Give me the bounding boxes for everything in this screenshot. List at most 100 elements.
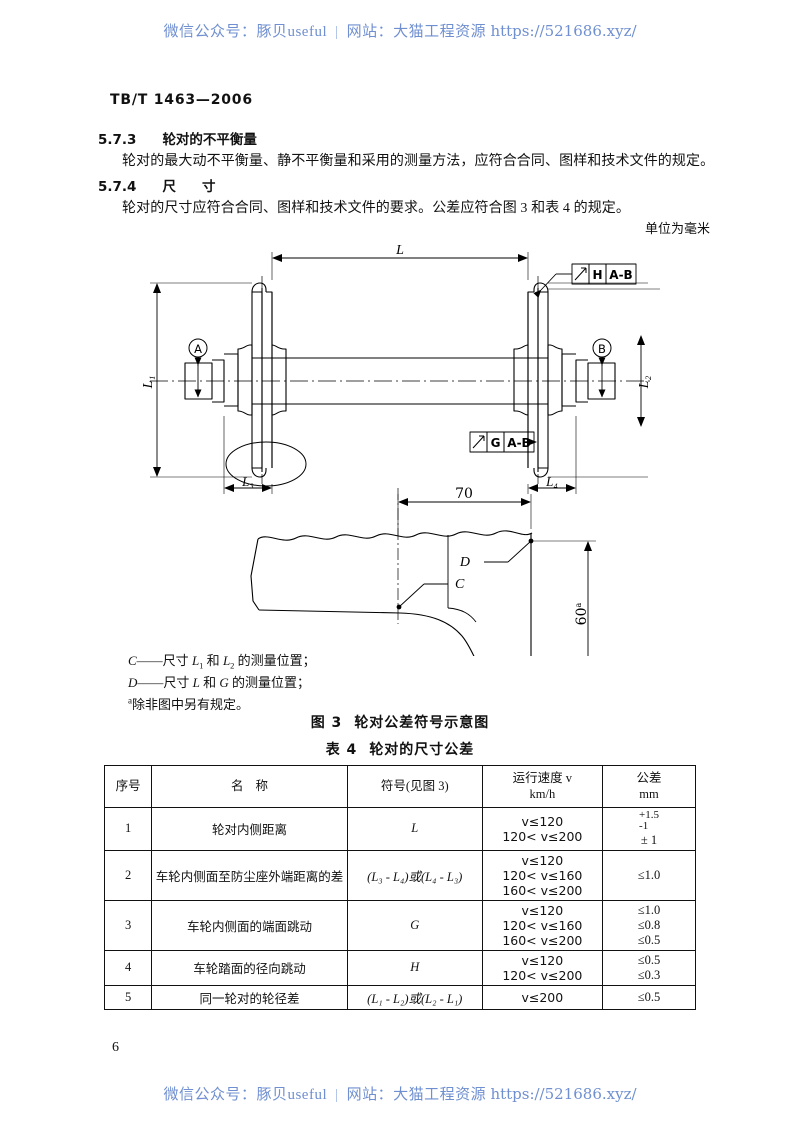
row-2-tolerance-1: ≤1.0 [637,867,661,882]
row-4-speed-2: 120< v≤200 [502,967,583,983]
table-caption-title: 轮对的尺寸公差 [369,742,475,758]
row-4-speeds: v≤120 120< v≤200 [481,949,604,986]
detail-dimension-70: 70 [455,486,473,502]
table-row: 4 车轮踏面的径向跳动 H v≤120 120< v≤200 ≤0.5 ≤0.3 [103,949,696,986]
row-1-speeds: v≤120 120< v≤200 [481,806,604,851]
header-tolerance-line1: 公差 [636,771,662,785]
header-no: 序号 [103,765,153,808]
row-1-tolerance-1: +1.5 -1 [639,808,659,832]
fcf-bottom-tolerance-symbol: G [491,436,501,450]
fcf-bottom-datum: A-B [507,436,530,450]
row-4-tolerance-2: ≤0.3 [637,967,661,982]
datum-label-B: B [598,342,606,356]
row-1-name: 轮对内侧距离 [151,806,348,851]
row-5-no: 5 [103,984,153,1010]
row-1-speed-2: 120< v≤200 [502,828,583,844]
row-1-tolerance-upper: +1.5 [639,808,659,821]
dimension-label-L2: L₂ [637,376,652,390]
clause-number-5-7-3: 5.7.3 [98,132,137,148]
row-3-tolerance-3: ≤0.5 [637,932,661,947]
figure-legend-note-text: 除非图中另有规定。 [132,697,250,712]
figure-legend-line-2: D——尺寸 L 和 G 的测量位置； [128,675,311,690]
figure-legend-line-3: a除非图中另有规定。 [128,694,249,713]
row-2-speed-2: 120< v≤160 [502,867,583,883]
unit-note: 单位为毫米 [644,222,710,237]
standard-number: TB/T 1463—2006 [110,92,253,108]
watermark-separator: | [335,24,339,40]
table-4-wrapper: 序号 名称 符号(见图 3) 运行速度 v km/h 公差 mm 1 轮对内侧距… [103,765,696,1010]
fcf-top-tolerance-symbol: H [592,268,602,282]
header-speed-line1: 运行速度 v [512,771,573,785]
header-name: 名称 [151,765,348,808]
watermark-bottom: 微信公众号：豚贝useful|网站：大猫工程资源 https://521686.… [0,1083,800,1104]
header-tolerance-line2: mm [639,787,659,802]
figure-legend-note-marker: a [128,695,132,706]
row-2-name: 车轮内侧面至防尘座外端距离的差 [151,849,348,901]
watermark-bottom-wechat-label: 微信公众号： [163,1087,257,1103]
row-2-speed-3: 160< v≤200 [502,882,583,898]
row-3-name: 车轮内侧面的端面跳动 [151,899,348,951]
watermark-bottom-url: https://521686.xyz/ [490,1085,637,1103]
row-2-speeds: v≤120 120< v≤160 160< v≤200 [481,849,604,901]
page-number: 6 [112,1040,119,1055]
clause-heading-5-7-3: 5.7.3 轮对的不平衡量 [98,128,257,148]
row-4-tolerance-1: ≤0.5 [637,952,661,967]
row-5-speeds: v≤200 [481,984,604,1010]
watermark-wechat-name: 豚贝useful [256,24,328,40]
dimension-label-L3: L₃ [241,474,254,489]
header-symbol: 符号(见图 3) [346,765,483,808]
header-speed: 运行速度 v km/h [481,765,604,808]
row-1-tolerance-2: ± 1 [640,832,658,847]
row-1-tolerances: +1.5 -1 ± 1 [602,806,696,851]
row-4-symbol: H [346,949,483,986]
row-4-tolerances: ≤0.5 ≤0.3 [602,949,696,986]
watermark-bottom-site-label: 网站： [346,1087,394,1103]
row-3-no: 3 [103,899,153,951]
clause-title-5-7-3: 轮对的不平衡量 [162,132,257,148]
watermark-bottom-site-name: 大猫工程资源 [393,1087,487,1103]
row-5-symbol: (L₁ - L₂)或(L₂ - L₁) [346,984,483,1010]
row-2-no: 2 [103,849,153,901]
row-1-symbol: L [346,806,483,851]
table-caption: 表 4 轮对的尺寸公差 [0,739,800,759]
row-3-tolerance-1: ≤1.0 [637,902,661,917]
row-1-no: 1 [103,806,153,851]
table-row: 5 同一轮对的轮径差 (L₁ - L₂)或(L₂ - L₁) v≤200 ≤0.… [103,984,696,1010]
watermark-site-label: 网站： [346,24,394,40]
row-2-speed-1: v≤120 [521,852,564,868]
figure-caption-label: 图 3 [310,715,343,731]
row-5-tolerances: ≤0.5 [602,984,696,1010]
table-caption-label: 表 4 [325,742,358,758]
figure-legend-line-1: C——尺寸 L1 和 L2 的测量位置； [128,653,316,671]
watermark-bottom-separator: | [335,1087,339,1103]
row-3-symbol: G [346,899,483,951]
figure-caption: 图 3 轮对公差符号示意图 [0,712,800,732]
watermark-url: https://521686.xyz/ [490,22,637,40]
clause-heading-5-7-4: 5.7.4 尺 寸 [98,175,215,195]
watermark-wechat-label: 微信公众号： [163,24,257,40]
table-row: 1 轮对内侧距离 L v≤120 120< v≤200 +1.5 -1 ± 1 [103,806,696,851]
row-3-speed-3: 160< v≤200 [502,932,583,948]
table-4: 序号 名称 符号(见图 3) 运行速度 v km/h 公差 mm 1 轮对内侧距… [103,765,696,1010]
row-4-no: 4 [103,949,153,986]
header-name-part1: 名 [231,779,244,794]
table-row: 2 车轮内侧面至防尘座外端距离的差 (L₃ - L₄)或(L₄ - L₃) v≤… [103,849,696,901]
dimension-label-L: L [395,243,404,258]
header-speed-line2: km/h [529,787,556,802]
row-3-tolerance-2: ≤0.8 [637,917,661,932]
row-3-speed-1: v≤120 [521,902,564,918]
figure-3-drawing: L L₁ L₂ L₃ L₄ A B H A-B G A-B 70 60a C D [0,236,800,656]
detail-dimension-60: 60a [574,602,590,625]
row-2-tolerances: ≤1.0 [602,849,696,901]
row-3-tolerances: ≤1.0 ≤0.8 ≤0.5 [602,899,696,951]
clause-number-5-7-4: 5.7.4 [98,179,137,195]
row-3-speed-2: 120< v≤160 [502,917,583,933]
clause-body-5-7-3: 轮对的最大动不平衡量、静不平衡量和采用的测量方法，应符合合同、图样和技术文件的规… [122,154,715,169]
clause-title-5-7-4-part2: 寸 [201,179,216,195]
clause-title-5-7-4-part1: 尺 [162,179,176,195]
figure-caption-title: 轮对公差符号示意图 [354,715,490,731]
watermark-top: 微信公众号：豚贝useful|网站：大猫工程资源 https://521686.… [0,20,800,41]
clause-body-5-7-4: 轮对的尺寸应符合合同、图样和技术文件的要求。公差应符合图 3 和表 4 的规定。 [122,201,630,216]
datum-label-A: A [194,342,202,356]
